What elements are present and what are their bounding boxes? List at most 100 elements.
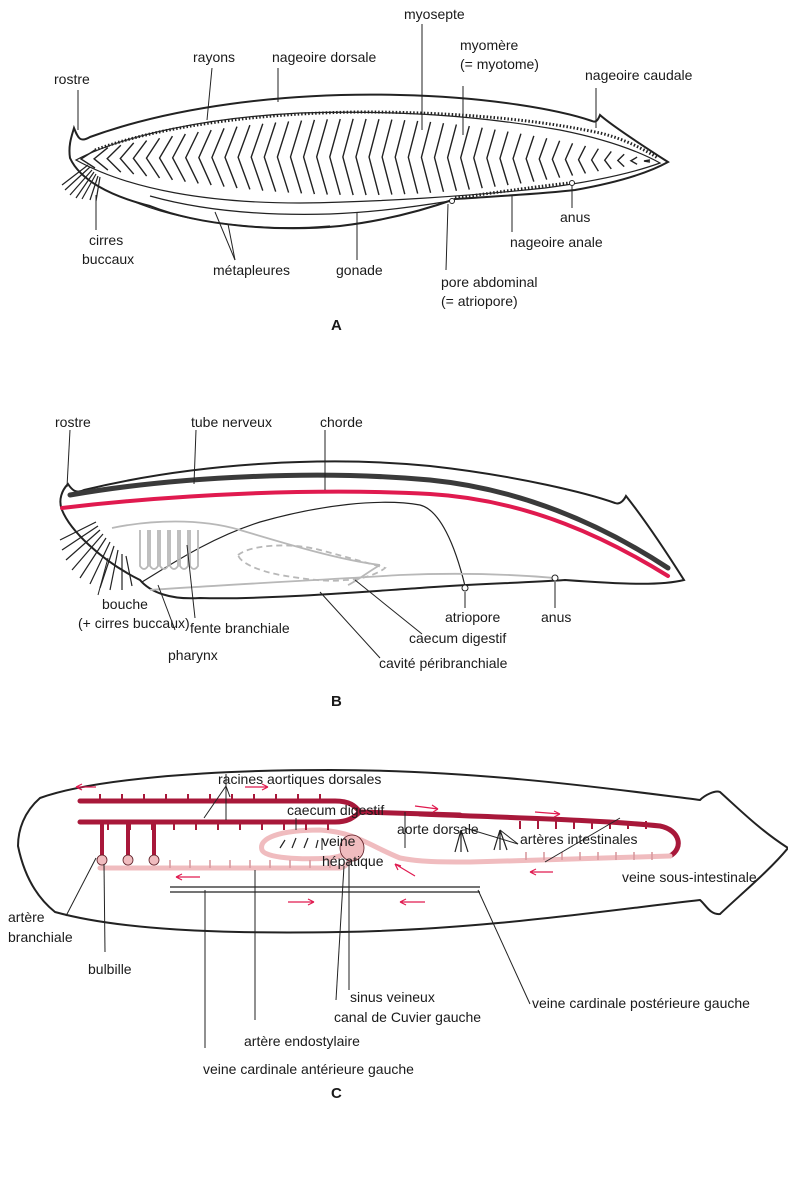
myosepte-line	[592, 149, 599, 172]
myosepte-line	[186, 132, 199, 183]
label-nageoire-anale: nageoire anale	[510, 234, 603, 250]
myosepte-line	[264, 123, 275, 192]
label-veine-cardinale-posterieure: veine cardinale postérieure gauche	[532, 995, 750, 1011]
label-nageoire-caudale: nageoire caudale	[585, 67, 693, 83]
label-myosepte: myosepte	[404, 6, 465, 22]
gonade-row-a	[150, 196, 450, 214]
pharynx-b	[112, 522, 380, 566]
myosepte-line	[526, 136, 534, 182]
label-metapleures: métapleures	[213, 262, 290, 278]
myosepte-line	[421, 122, 430, 193]
anus-marker-b	[552, 575, 558, 581]
panel-c: racines aortiques dorsales caecum digest…	[8, 770, 788, 1102]
label-canal-cuvier: canal de Cuvier gauche	[334, 1009, 481, 1025]
label-bouche: bouche	[102, 596, 148, 612]
panel-b: rostre tube nerveux chorde bouche (+ cir…	[55, 414, 684, 710]
label-myomere: myomère	[460, 37, 519, 53]
fente-branchiale-loop	[150, 530, 158, 569]
label-nageoire-dorsale: nageoire dorsale	[272, 49, 377, 65]
label-veine-cardinale-anterieure: veine cardinale antérieure gauche	[203, 1061, 414, 1077]
panel-a: rostre rayons nageoire dorsale myosepte …	[54, 6, 693, 334]
label-rayons: rayons	[193, 49, 235, 65]
myosepte-line	[199, 130, 211, 185]
atriopore-marker-a	[450, 199, 455, 204]
myosepte-line	[552, 141, 559, 178]
myosepte-line	[330, 119, 340, 195]
label-pharynx: pharynx	[168, 647, 218, 663]
label-myotome: (= myotome)	[460, 56, 539, 72]
label-caecum-digestif-b: caecum digestif	[409, 630, 506, 646]
myosepte-line	[487, 130, 495, 187]
myosepte-line	[107, 145, 121, 172]
label-gonade: gonade	[336, 262, 383, 278]
label-tube-nerveux: tube nerveux	[191, 414, 272, 430]
label-veine-sous-intestinale: veine sous-intestinale	[622, 869, 757, 885]
atriopore-marker-b	[462, 585, 468, 591]
myosepte-line	[369, 119, 379, 195]
myosepte-line	[343, 119, 353, 195]
label-anus-a: anus	[560, 209, 590, 225]
myosepte-line	[277, 121, 288, 192]
label-rostre-b: rostre	[55, 414, 91, 430]
label-sinus-veineux: sinus veineux	[350, 989, 435, 1005]
label-veine: veine	[322, 833, 356, 849]
label-bulbille: bulbille	[88, 961, 132, 977]
myosepte-line	[160, 136, 173, 180]
myosepte-line	[133, 141, 146, 177]
myosepte-line	[290, 121, 301, 194]
label-cavite-peribranchiale: cavité péribranchiale	[379, 655, 508, 671]
caecum-b-loop	[348, 565, 380, 585]
myosepte-line	[395, 120, 405, 194]
fin-rays-a	[95, 112, 658, 158]
anus-marker-a	[570, 181, 575, 186]
fente-branchiale-loop	[160, 530, 168, 569]
myosepte-line	[448, 124, 457, 190]
label-chorde: chorde	[320, 414, 363, 430]
myosepte-line	[565, 143, 572, 175]
label-rostre-a: rostre	[54, 71, 90, 87]
myosepte-line	[238, 125, 250, 189]
cirres-buccaux-b	[60, 522, 132, 590]
myosepte-line	[435, 123, 444, 192]
fente-branchiale-loop	[180, 530, 188, 569]
myosepte-line	[644, 160, 650, 162]
myosepte-line	[618, 154, 624, 166]
label-anus-b: anus	[541, 609, 571, 625]
myosepte-line	[474, 128, 482, 189]
myosepte-line	[251, 124, 263, 191]
label-hepatique: hépatique	[322, 853, 384, 869]
label-arteres-intestinales: artères intestinales	[520, 831, 638, 847]
bulbille-shape	[123, 855, 133, 865]
bulbille-shape	[97, 855, 107, 865]
caption-c: C	[331, 1085, 342, 1102]
caecum-teeth	[280, 838, 318, 848]
myosepte-line	[146, 138, 159, 178]
label-atriopore-b: atriopore	[445, 609, 500, 625]
label-cirres: cirres	[89, 232, 123, 248]
myosepte-line	[631, 157, 637, 164]
myosepte-line	[539, 138, 546, 179]
myosepte-line	[356, 119, 366, 195]
label-artere-endostylaire: artère endostylaire	[244, 1033, 360, 1049]
bulbille-shape	[149, 855, 159, 865]
myosepte-line	[605, 151, 612, 168]
myosepte-line	[513, 134, 521, 184]
myosepte-line	[304, 120, 315, 194]
myosepte-line	[382, 120, 392, 195]
myosepte-line	[461, 126, 470, 190]
label-atriopore-a: (= atriopore)	[441, 293, 518, 309]
label-branchiale: branchiale	[8, 929, 73, 945]
myosepte-line	[212, 128, 224, 186]
myosepte-line	[120, 143, 133, 174]
myosepte-line	[579, 146, 586, 173]
caption-b: B	[331, 693, 342, 710]
caption-a: A	[331, 317, 342, 334]
label-pore-abdominal: pore abdominal	[441, 274, 538, 290]
myosepte-line	[225, 127, 237, 188]
label-artere: artère	[8, 909, 45, 925]
veine-sous-intestinale-vessel	[400, 856, 670, 862]
label-racines-aortiques: racines aortiques dorsales	[218, 771, 381, 787]
myosepte-line	[317, 119, 328, 194]
label-buccaux: buccaux	[82, 251, 134, 267]
myosepte-line	[408, 121, 417, 194]
